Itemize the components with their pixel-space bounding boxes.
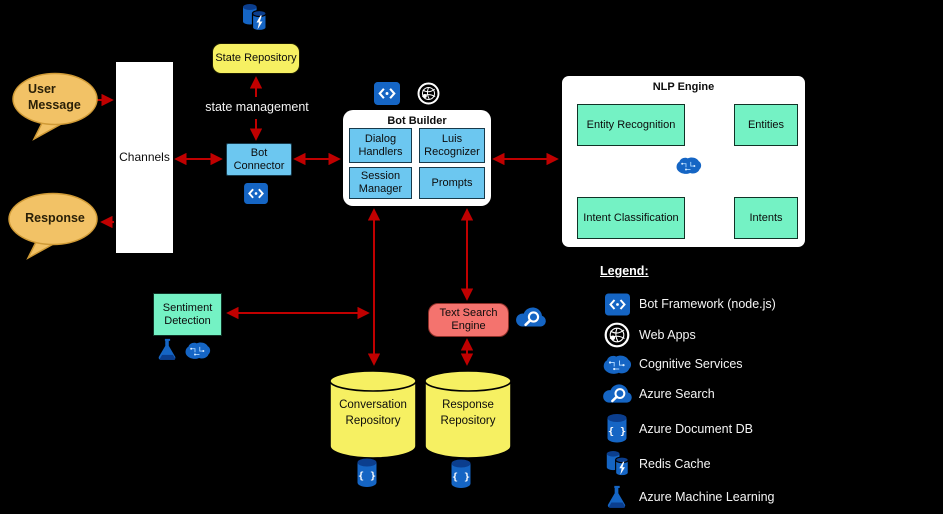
- cognitive-services-icon: [675, 156, 702, 175]
- bot-connector-box: Bot Connector: [226, 143, 292, 176]
- intent-classification-box: Intent Classification: [577, 197, 685, 239]
- response-repository-label: Response Repository: [440, 399, 496, 427]
- legend-item-label: Azure Machine Learning: [639, 490, 775, 504]
- user-message-label: User Message: [28, 82, 81, 112]
- response-label: Response: [25, 211, 85, 225]
- response-repository-cylinder: [424, 370, 512, 459]
- legend-title: Legend:: [600, 264, 649, 278]
- bot-framework-icon: [600, 292, 634, 316]
- azure-document-db-icon: [450, 459, 472, 490]
- entities-box: Entities: [734, 104, 798, 146]
- azure-search-icon: [600, 382, 634, 407]
- text-search-engine-box: Text Search Engine: [428, 303, 509, 337]
- web-apps-icon: [600, 322, 634, 348]
- legend-item-label: Redis Cache: [639, 457, 711, 471]
- session-manager-box: Session Manager: [349, 167, 412, 199]
- web-apps-icon: [417, 82, 440, 105]
- legend-item: Azure Machine Learning: [600, 481, 775, 513]
- legend-item-label: Azure Document DB: [639, 422, 753, 436]
- legend-item-label: Cognitive Services: [639, 357, 743, 371]
- legend-item-label: Bot Framework (node.js): [639, 297, 776, 311]
- legend-item-label: Azure Search: [639, 387, 715, 401]
- legend-item: Redis Cache: [600, 448, 711, 480]
- bot-framework-icon: [374, 82, 400, 105]
- legend-item-label: Web Apps: [639, 328, 696, 342]
- bot-connector-label: Bot Connector: [233, 146, 285, 172]
- cognitive-services-icon: [184, 341, 211, 360]
- nlp-engine-title: NLP Engine: [652, 81, 715, 93]
- intents-box: Intents: [734, 197, 798, 239]
- bot-framework-icon: [244, 183, 268, 204]
- cognitive-services-icon: [600, 354, 634, 375]
- dialog-handlers-box: Dialog Handlers: [349, 128, 412, 163]
- state-repository-box: State Repository: [212, 43, 300, 74]
- azure-ml-icon: [156, 337, 179, 363]
- channels-box: Channels: [116, 62, 173, 253]
- conversation-repository-label: Conversation Repository: [339, 399, 407, 427]
- azure-search-icon: [514, 305, 548, 331]
- entity-recognition-box: Entity Recognition: [577, 104, 685, 146]
- bot-builder-panel: Bot Builder Dialog Handlers Luis Recogni…: [343, 110, 491, 206]
- redis-cache-icon: [600, 449, 634, 479]
- legend: Legend: Bot Framework (node.js) Web Apps…: [600, 264, 930, 508]
- sentiment-detection-box: Sentiment Detection: [153, 293, 222, 336]
- luis-recognizer-box: Luis Recognizer: [419, 128, 485, 163]
- legend-item: Bot Framework (node.js): [600, 288, 776, 320]
- bot-builder-title: Bot Builder: [387, 115, 447, 127]
- state-repository-label: State Repository: [215, 52, 297, 65]
- azure-ml-icon: [600, 484, 634, 511]
- redis-cache-icon: [240, 3, 269, 34]
- prompts-box: Prompts: [419, 167, 485, 199]
- legend-item: Cognitive Services: [600, 348, 743, 380]
- azure-document-db-icon: [356, 458, 378, 489]
- azure-document-db-icon: [600, 413, 634, 445]
- nlp-engine-panel: NLP Engine Entity Recognition Entities I…: [562, 76, 805, 247]
- conversation-repository-cylinder: [329, 370, 417, 459]
- channels-label: Channels: [119, 150, 170, 165]
- user-message-bubble: [12, 72, 98, 141]
- response-bubble: [8, 192, 98, 260]
- legend-item: Azure Search: [600, 378, 715, 410]
- state-management-label: state management: [205, 100, 309, 114]
- legend-item: Azure Document DB: [600, 413, 753, 445]
- legend-item: Web Apps: [600, 319, 696, 351]
